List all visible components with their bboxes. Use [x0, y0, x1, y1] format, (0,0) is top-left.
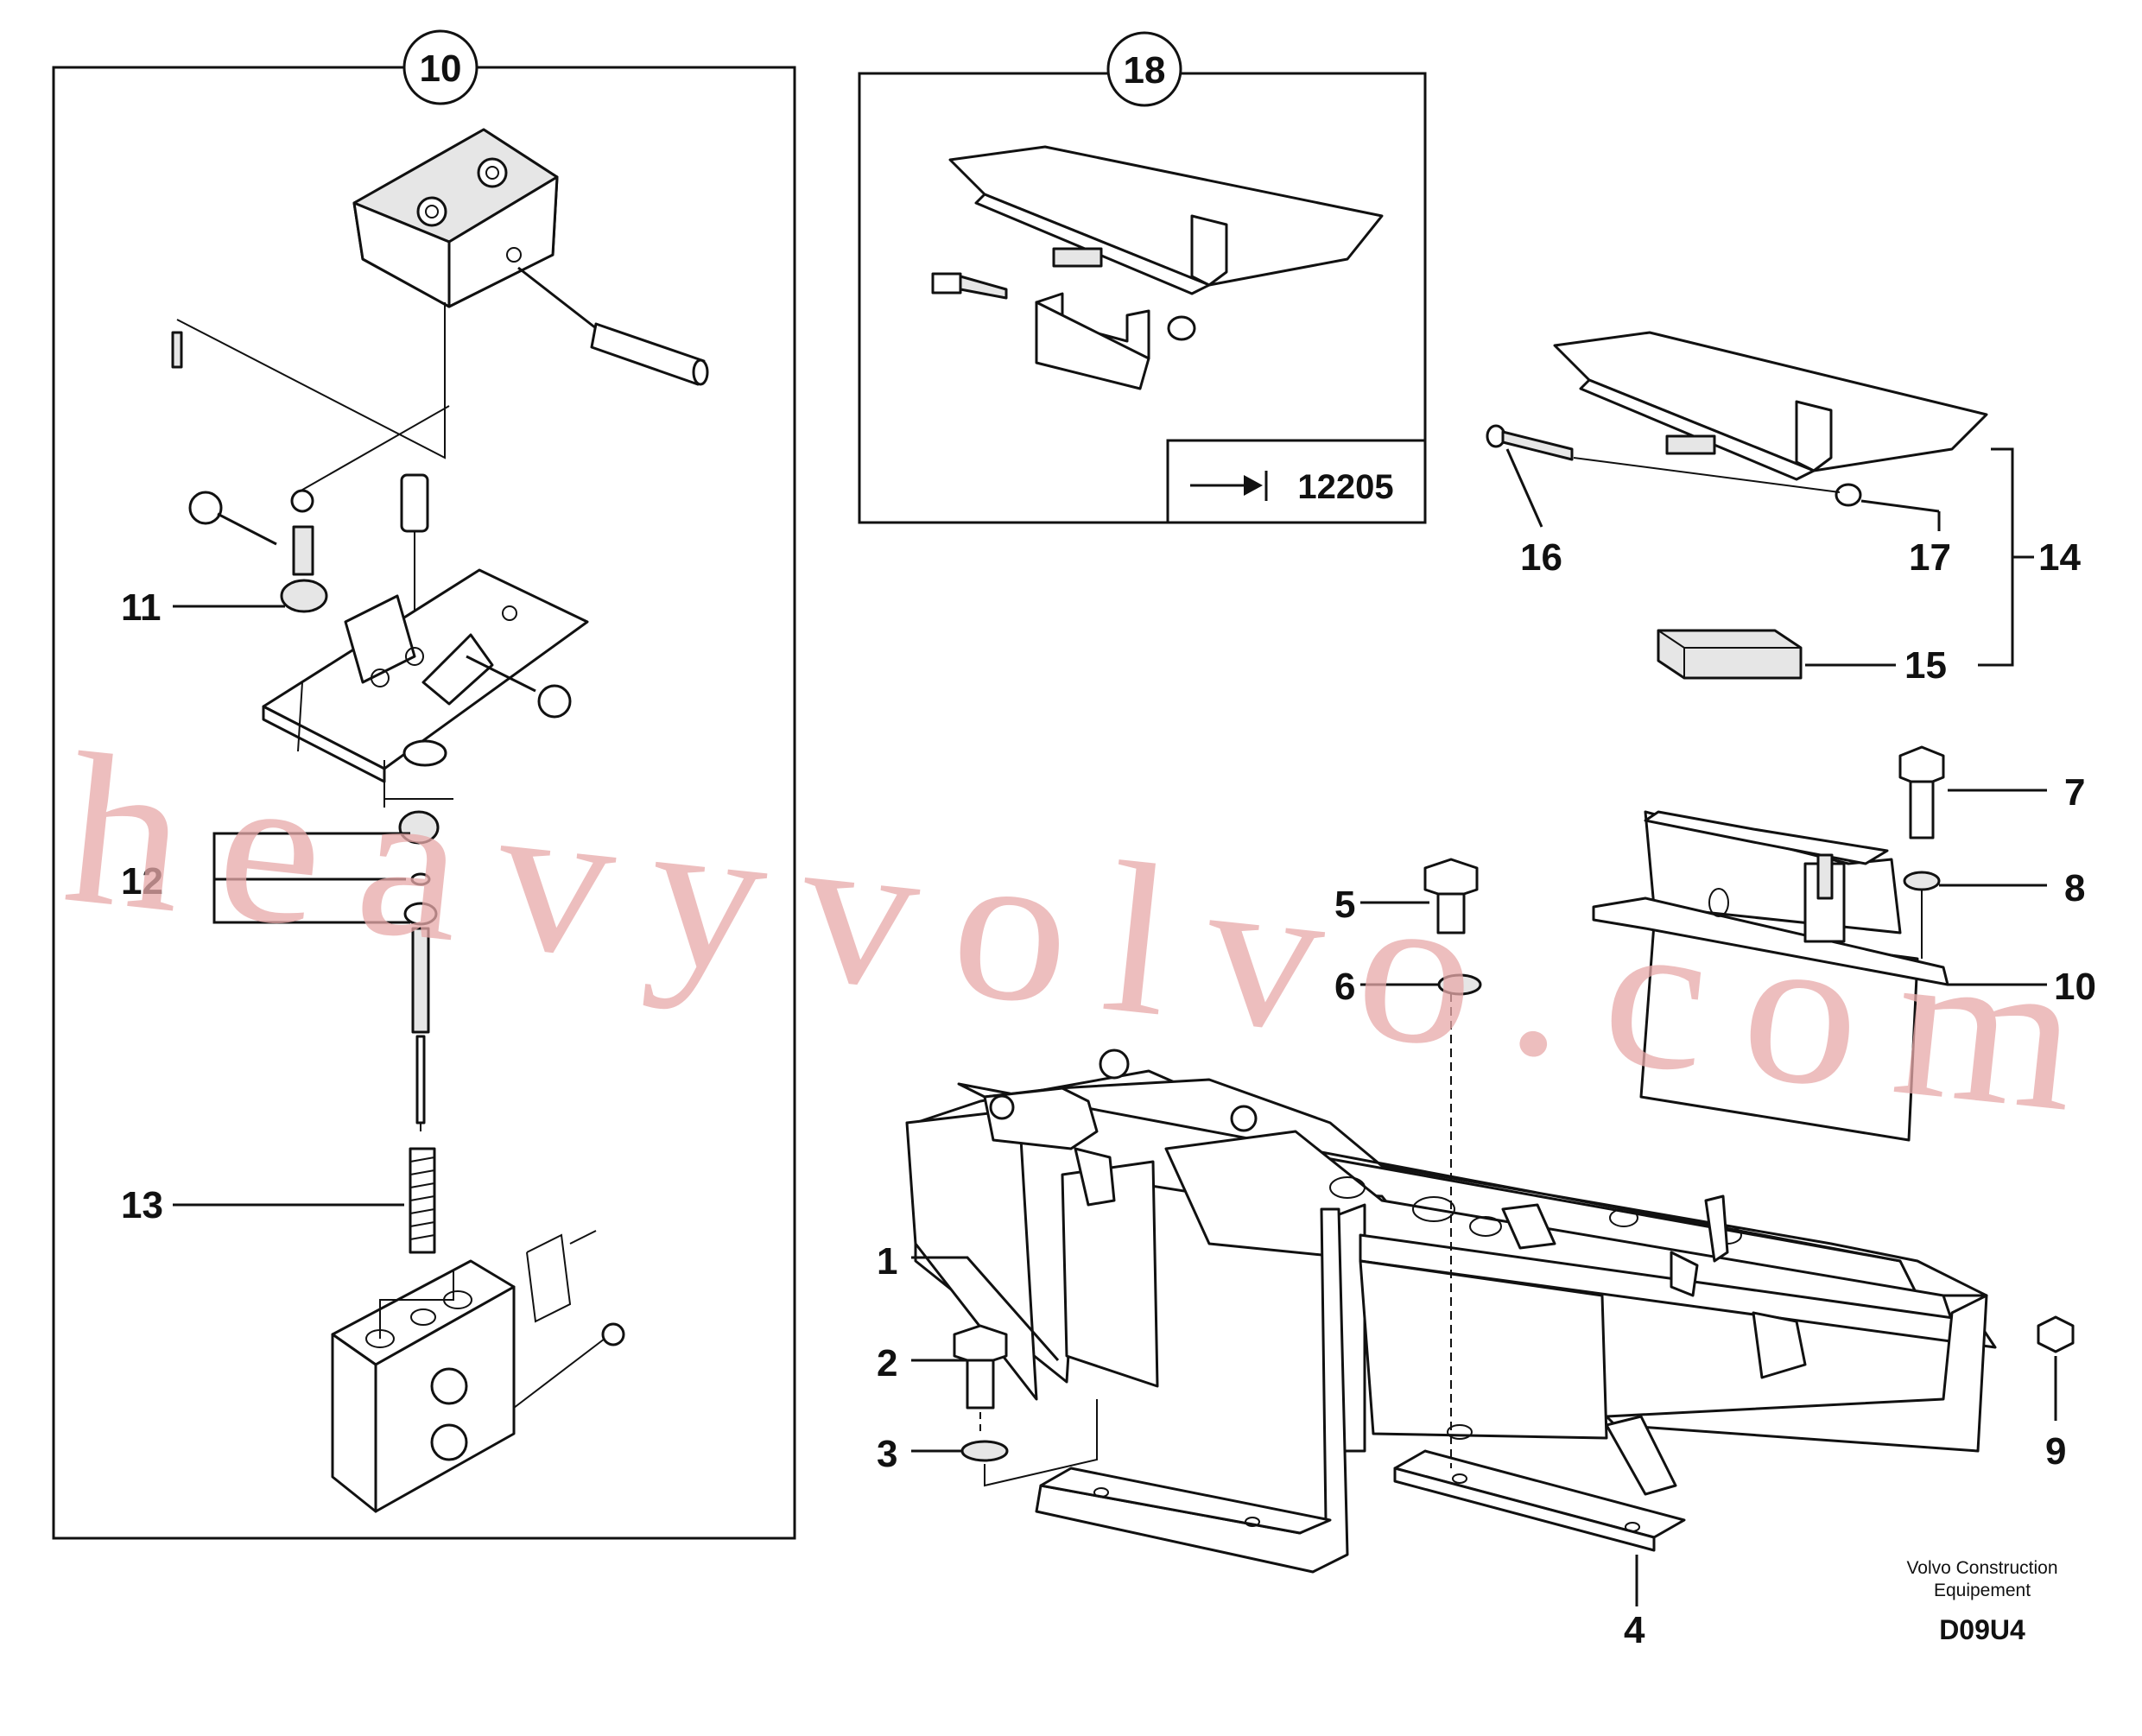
- washer-8: [1903, 871, 1941, 891]
- brand-line-2: Equipement: [1934, 1581, 2031, 1600]
- balloon-18: [1106, 31, 1182, 107]
- part-label-4: 4: [1624, 1609, 1645, 1651]
- part-label-8: 8: [2064, 867, 2085, 909]
- part-label-12: 12: [121, 860, 163, 903]
- reference-number: 12205: [1297, 468, 1393, 506]
- detail-box-10: 10: [52, 29, 796, 1540]
- bolt-2: [953, 1324, 1008, 1410]
- washer-3: [960, 1440, 1009, 1462]
- part-label-13: 13: [121, 1184, 163, 1226]
- part-label-3: 3: [877, 1433, 897, 1475]
- drawing-code: D09U4: [1939, 1614, 2025, 1645]
- reference-box: [1166, 439, 1427, 524]
- lever-plate: [262, 568, 589, 783]
- bolt-7: [1898, 745, 1945, 839]
- valve-block: [331, 1259, 516, 1513]
- balloon-10-label: 10: [420, 48, 462, 90]
- bolt-5: [1423, 858, 1479, 935]
- part-label-2: 2: [877, 1342, 897, 1384]
- main-labels: 1 2 3 4 5 6 7 8 9 10: [877, 771, 2096, 1651]
- balloon-10: [402, 29, 478, 105]
- part-label-16: 16: [1520, 536, 1562, 579]
- part-label-5: 5: [1334, 884, 1355, 926]
- part-label-15: 15: [1904, 644, 1947, 687]
- main-bracket: [905, 1049, 1997, 1574]
- valve-bracket: [352, 128, 559, 308]
- part-label-7: 7: [2064, 771, 2085, 814]
- control-box: [1592, 810, 1949, 1263]
- part-label-6: 6: [1334, 966, 1355, 1008]
- part-label-9: 9: [2045, 1430, 2066, 1473]
- pin: [517, 266, 709, 386]
- part-label-17: 17: [1909, 536, 1951, 579]
- washer-6: [1437, 973, 1482, 996]
- part-label-10: 10: [2054, 966, 2096, 1008]
- rubber-pad: [1657, 629, 1803, 680]
- nut-9: [2037, 1315, 2075, 1353]
- cover-assembly: 16 17 14 15: [1486, 331, 2081, 687]
- brand-block: Volvo Construction Equipement D09U4: [1906, 1558, 2057, 1645]
- part-label-14: 14: [2038, 536, 2081, 579]
- cover-detail: [948, 145, 1384, 295]
- spring: [409, 1147, 436, 1254]
- brand-line-1: Volvo Construction: [1906, 1558, 2057, 1578]
- part-label-11: 11: [121, 586, 162, 629]
- arrow-icon: [1190, 471, 1268, 501]
- part-label-1: 1: [877, 1240, 897, 1283]
- detail-box-18: 18 12205: [858, 31, 1427, 524]
- balloon-18-label: 18: [1124, 49, 1166, 92]
